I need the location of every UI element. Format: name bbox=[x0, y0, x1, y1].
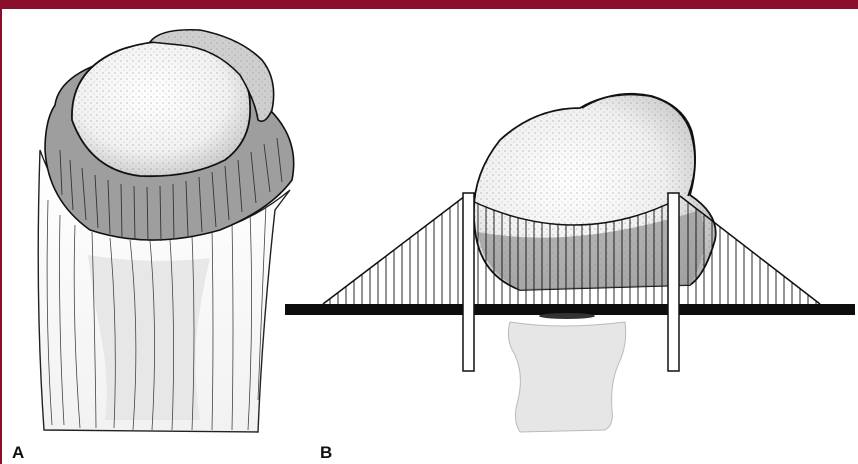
tower-right bbox=[668, 193, 679, 371]
panel-label-a: A bbox=[12, 444, 24, 461]
tower-left bbox=[463, 193, 474, 371]
panel-a-drawing bbox=[38, 30, 293, 432]
panel-b-drawing bbox=[285, 94, 855, 432]
metaphysis-bone bbox=[508, 322, 625, 432]
panel-label-b: B bbox=[320, 444, 332, 461]
